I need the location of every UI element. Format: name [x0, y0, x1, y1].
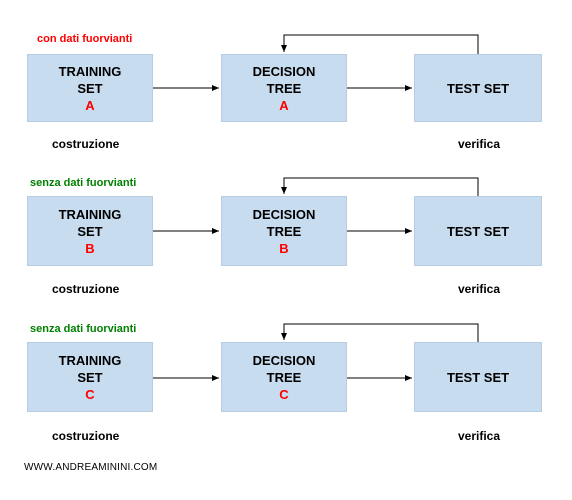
training-set-box: TRAINING SET C [27, 342, 153, 412]
verifica-label: verifica [458, 429, 501, 443]
tree-letter: C [279, 386, 289, 402]
decision-tree-box: DECISION TREE B [221, 196, 347, 266]
tree-line2: TREE [266, 80, 302, 96]
connector-arrows [153, 34, 479, 91]
costruzione-label: costruzione [52, 429, 120, 443]
diagram-row-2: senza dati fuorvianti TRAINING SET B DEC… [0, 174, 572, 304]
decision-tree-box: DECISION TREE A [221, 54, 347, 122]
row-caption: senza dati fuorvianti [30, 177, 137, 189]
diagram-row-1: con dati fuorvianti TRAINING SET A DECIS… [0, 30, 572, 160]
feedback-arrow [281, 323, 479, 342]
tree-line2: TREE [266, 223, 302, 239]
tree-letter: A [279, 97, 289, 113]
connector-arrows [153, 177, 479, 234]
tree-line1: DECISION [252, 63, 316, 79]
training-letter: A [85, 97, 95, 113]
row-caption: senza dati fuorvianti [30, 323, 137, 335]
website-footer: WWW.ANDREAMININI.COM [24, 462, 158, 473]
test-set-box: TEST SET [414, 342, 542, 412]
costruzione-label: costruzione [52, 137, 120, 151]
decision-tree-box: DECISION TREE C [221, 342, 347, 412]
connector-arrows [153, 323, 479, 381]
tree-letter: B [279, 240, 289, 256]
tree-line1: DECISION [252, 352, 316, 368]
test-set-box: TEST SET [414, 54, 542, 122]
test-set-label: TEST SET [446, 223, 510, 239]
training-line1: TRAINING [58, 63, 122, 79]
training-line1: TRAINING [58, 352, 122, 368]
test-set-label: TEST SET [446, 80, 510, 96]
training-letter: C [85, 386, 95, 402]
training-line2: SET [77, 369, 103, 385]
tree-line2: TREE [266, 369, 302, 385]
training-line2: SET [77, 80, 103, 96]
test-set-box: TEST SET [414, 196, 542, 266]
training-set-box: TRAINING SET B [27, 196, 153, 266]
feedback-arrow [281, 177, 479, 196]
costruzione-label: costruzione [52, 282, 120, 296]
training-line2: SET [77, 223, 103, 239]
diagram-row-3: senza dati fuorvianti TRAINING SET C DEC… [0, 320, 572, 450]
verifica-label: verifica [458, 282, 501, 296]
verifica-label: verifica [458, 137, 501, 151]
row-caption: con dati fuorvianti [37, 33, 133, 45]
training-letter: B [85, 240, 95, 256]
training-set-box: TRAINING SET A [27, 54, 153, 122]
tree-line1: DECISION [252, 206, 316, 222]
training-line1: TRAINING [58, 206, 122, 222]
test-set-label: TEST SET [446, 369, 510, 385]
feedback-arrow [281, 34, 479, 54]
